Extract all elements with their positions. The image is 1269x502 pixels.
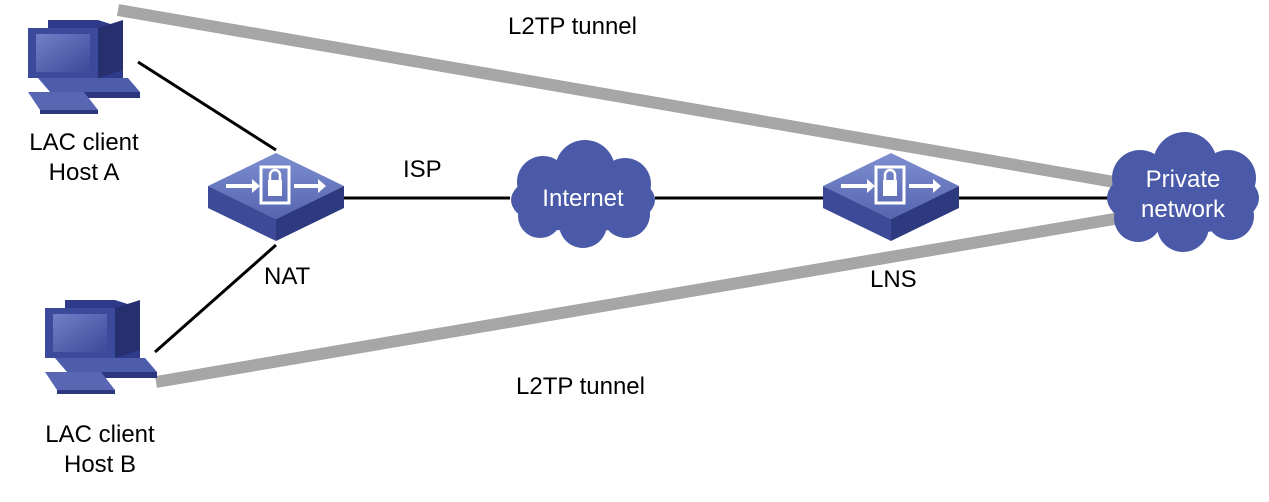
lns-gateway-icon: [823, 153, 959, 241]
internet-cloud-icon: [511, 140, 655, 248]
host-a-label-line1: LAC client: [29, 129, 139, 156]
private-network-label-line2: network: [1140, 196, 1226, 223]
host-a-label: LAC client Host A: [24, 128, 144, 188]
private-network-label: Private network: [1128, 165, 1238, 225]
private-network-label-line1: Private: [1145, 166, 1221, 193]
tunnel-top-label: L2TP tunnel: [508, 13, 637, 40]
host-b-label-line1: LAC client: [45, 421, 155, 448]
tunnel-bottom-label: L2TP tunnel: [516, 373, 645, 400]
link-host-a-nat: [137, 60, 277, 152]
host-b-label: LAC client Host B: [40, 420, 160, 480]
link-host-b-nat: [154, 243, 277, 354]
nat-label: NAT: [264, 263, 311, 290]
host-b-computer-icon: [45, 300, 157, 394]
host-a-computer-icon: [28, 20, 140, 114]
host-b-label-line2: Host B: [63, 451, 137, 478]
lns-label: LNS: [870, 266, 917, 293]
isp-label: ISP: [403, 156, 442, 183]
private-network-cloud-icon: [1107, 132, 1259, 252]
l2tp-tunnel-bottom: [154, 212, 1122, 388]
internet-label: Internet: [542, 185, 624, 212]
host-a-label-line2: Host A: [48, 159, 120, 186]
l2tp-tunnel-top: [116, 4, 1122, 189]
nat-gateway-icon: [208, 153, 344, 241]
